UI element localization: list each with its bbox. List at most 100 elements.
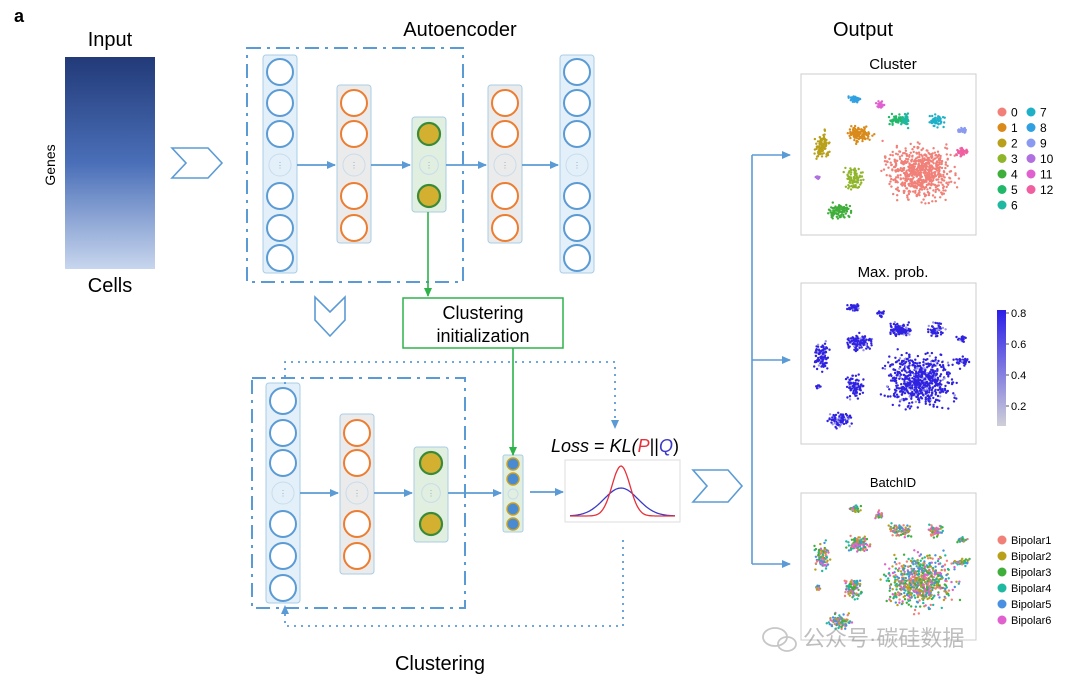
scatter-point	[821, 555, 824, 558]
scatter-point	[906, 583, 909, 587]
legend-label: 12	[1040, 183, 1054, 197]
scatter-point	[909, 564, 912, 568]
scatter-point	[917, 379, 920, 382]
scatter-point	[889, 332, 892, 336]
scatter-point	[930, 175, 933, 179]
scatter-point	[914, 182, 918, 185]
scatter-point	[914, 590, 917, 593]
scatter-point	[939, 117, 942, 120]
scatter-point	[900, 388, 904, 391]
scatter-point	[920, 163, 924, 166]
scatter-point	[888, 122, 891, 126]
scatter-point	[851, 374, 854, 377]
scatter-point	[892, 394, 896, 397]
scatter-point	[860, 541, 863, 544]
scatter-point	[815, 387, 819, 390]
scatter-point	[889, 395, 892, 398]
scatter-point	[823, 147, 826, 151]
scatter-point	[888, 388, 891, 391]
scatter-point	[933, 581, 936, 585]
scatter-point	[857, 379, 860, 382]
scatter-point	[899, 390, 902, 393]
scatter-point	[942, 598, 946, 602]
scatter-point	[818, 548, 821, 552]
scatter-point	[893, 529, 897, 532]
scatter-point	[904, 408, 907, 411]
scatter-point	[923, 372, 927, 375]
scatter-point	[948, 170, 951, 173]
cluster-node-ellipsis	[507, 488, 519, 500]
scatter-point	[913, 578, 917, 581]
scatter-point	[934, 382, 937, 386]
scatter-point	[832, 618, 835, 621]
scatter-point	[847, 184, 850, 187]
scatter-point	[941, 526, 944, 529]
scatter-point	[908, 361, 911, 365]
scatter-point	[817, 584, 821, 588]
scatter-point	[822, 346, 825, 349]
scatter-point	[918, 178, 922, 182]
scatter-point	[825, 549, 828, 552]
scatter-point	[935, 580, 938, 584]
scatter-point	[814, 349, 818, 352]
scatter-point	[947, 373, 950, 377]
scatter-point	[880, 169, 883, 173]
scatter-point	[898, 527, 901, 530]
scatter-point	[845, 588, 848, 591]
scatter-point	[853, 345, 856, 348]
scatter-point	[902, 595, 905, 599]
scatter-point	[950, 378, 954, 381]
scatter-point	[843, 216, 846, 219]
scatter-point	[853, 580, 856, 583]
scatter-point	[932, 331, 936, 334]
scatter-point	[903, 112, 907, 116]
scatter-point	[938, 399, 941, 402]
scatter-point	[838, 206, 841, 209]
scatter-point	[826, 559, 829, 562]
scatter-point	[918, 191, 921, 194]
scatter-point	[940, 365, 943, 369]
scatter-point	[946, 157, 949, 160]
scatter-point	[934, 190, 937, 194]
scatter-point	[850, 579, 853, 582]
scatter-point	[955, 397, 958, 400]
scatter-point	[847, 592, 850, 595]
scatter-point	[905, 593, 909, 597]
scatter-point	[963, 561, 966, 564]
legend-label: 10	[1040, 152, 1054, 166]
scatter-point	[934, 554, 937, 557]
scatter-point	[890, 522, 893, 525]
legend-label: 0	[1011, 106, 1018, 120]
scatter-point	[895, 176, 898, 179]
scatter-point	[931, 194, 935, 197]
scatter-point	[907, 565, 910, 568]
scatter-point	[898, 113, 901, 116]
scatter-point	[828, 623, 831, 626]
scatter-point	[903, 172, 906, 175]
scatter-point	[917, 392, 921, 395]
scatter-point	[940, 162, 943, 166]
scatter-point	[906, 126, 910, 130]
scatter-point	[924, 577, 928, 580]
scatter-point	[855, 337, 858, 340]
scatter-point	[958, 537, 961, 541]
scatter-point	[966, 358, 969, 361]
scatter-point	[916, 584, 919, 588]
scatter-point	[902, 117, 905, 120]
scatter-point	[920, 579, 923, 582]
scatter-point	[842, 613, 845, 616]
scatter-point	[859, 504, 863, 508]
scatter-point	[898, 357, 902, 360]
scatter-point	[831, 211, 835, 215]
scatter-point	[910, 535, 913, 538]
neuron	[269, 449, 297, 477]
scatter-point	[844, 377, 848, 381]
scatter-point	[813, 365, 816, 368]
scatter-point	[843, 206, 847, 210]
scatter-point	[836, 217, 840, 220]
scatter-point	[828, 417, 831, 420]
scatter-point	[848, 395, 852, 398]
scatter-point	[942, 189, 945, 192]
neuron-ellipsis	[493, 153, 517, 177]
scatter-point	[851, 336, 854, 339]
